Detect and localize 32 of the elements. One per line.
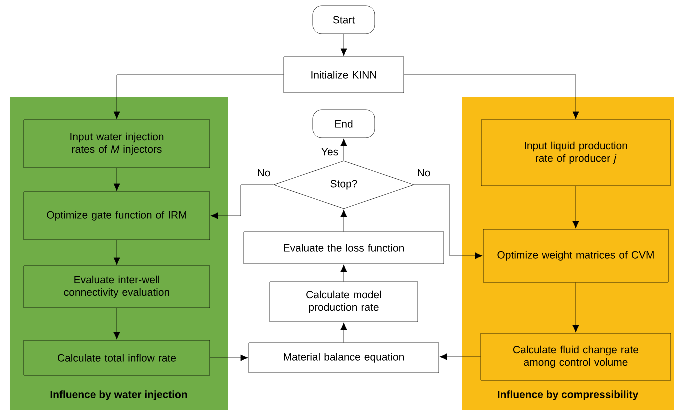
arrow <box>414 184 483 260</box>
edge-label: Yes <box>320 147 340 157</box>
arrow <box>572 282 580 333</box>
process-box: Material balance equation <box>248 342 440 374</box>
process-box: Evaluate the loss function <box>244 232 444 264</box>
arrow <box>114 240 120 266</box>
terminal-box: Start <box>312 6 376 34</box>
arrow <box>572 186 580 229</box>
process-box: Optimize gate function of IRM <box>24 192 210 240</box>
terminal-box: End <box>312 110 376 138</box>
arrow <box>404 74 580 120</box>
arrow <box>340 34 348 56</box>
process-box: Calculate model production rate <box>270 282 418 322</box>
process-box: Calculate total inflow rate <box>24 340 210 376</box>
arrow <box>210 184 274 220</box>
arrow <box>440 354 481 360</box>
edge-label: No <box>416 168 432 178</box>
process-box: Initialize KINN <box>284 56 404 94</box>
arrow <box>114 74 284 120</box>
process-box: Input water injection rates of M injectors <box>24 120 210 168</box>
arrow <box>340 210 348 232</box>
arrow <box>340 322 348 343</box>
arrow <box>340 138 348 161</box>
edge-label: No <box>256 168 272 178</box>
process-box: Input liquid production rate of producer j <box>481 120 671 186</box>
process-box: Optimize weight matrices of CVM <box>483 229 669 283</box>
arrow <box>210 354 248 362</box>
arrow <box>114 168 120 192</box>
process-box: Evaluate inter-well connectivity evaluation <box>24 266 210 308</box>
arrow <box>114 308 120 340</box>
process-box: Calculate fluid change rate among control volume <box>480 333 672 381</box>
arrow <box>340 264 348 282</box>
